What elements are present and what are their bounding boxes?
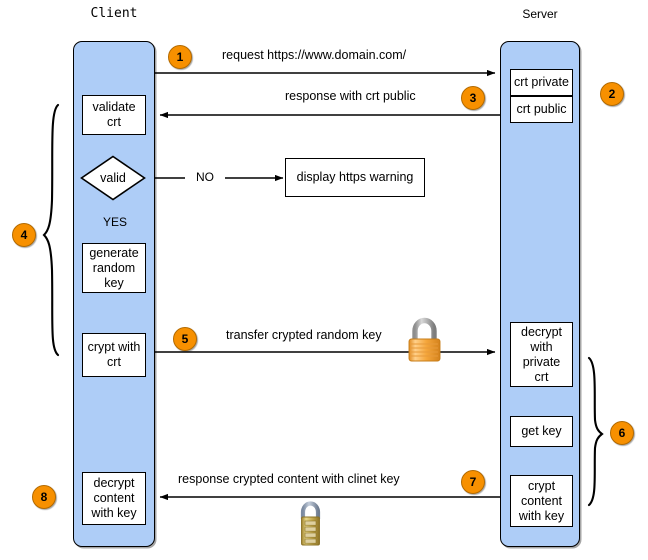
decision-label: valid	[100, 171, 126, 185]
message-label-response-content: response crypted content with clinet key	[178, 472, 400, 486]
node-valid-decision: valid	[80, 155, 146, 201]
node-generate-random-key: generate random key	[82, 243, 146, 293]
combination-padlock-icon-shape	[300, 501, 321, 546]
node-decrypt-content-with-key: decrypt content with key	[82, 472, 146, 525]
node-validate-crt: validate crt	[82, 95, 146, 135]
step-badge-4: 4	[12, 223, 36, 247]
node-crt-public: crt public	[510, 96, 573, 123]
node-crypt-content-with-key: crypt content with key	[510, 475, 573, 527]
message-label-transfer-key: transfer crypted random key	[226, 328, 382, 342]
step-badge-1: 1	[168, 45, 192, 69]
step-badge-7: 7	[461, 470, 485, 494]
node-display-https-warning: display https warning	[285, 158, 425, 197]
node-get-key: get key	[510, 416, 573, 447]
message-label-request: request https://www.domain.com/	[222, 48, 407, 62]
server-lane-title: Server	[522, 7, 558, 21]
step-badge-8: 8	[32, 485, 56, 509]
step-badge-6: 6	[610, 421, 634, 445]
step-badge-2: 2	[600, 82, 624, 106]
message-label-response-crt: response with crt public	[285, 89, 416, 103]
edge-label-no: NO	[185, 170, 225, 184]
server-lane	[500, 41, 580, 547]
step-badge-5: 5	[173, 327, 197, 351]
edge-label-yes: YES	[102, 215, 127, 229]
node-crt-private: crt private	[510, 69, 573, 96]
node-crypt-with-crt: crypt with crt	[82, 333, 146, 377]
node-decrypt-with-private-crt: decrypt with private crt	[510, 322, 573, 387]
step-badge-3: 3	[461, 86, 485, 110]
decision-diamond-shape	[80, 155, 146, 201]
client-lane-title: Client	[90, 6, 138, 21]
padlock-closed-icon-shape	[408, 317, 441, 362]
